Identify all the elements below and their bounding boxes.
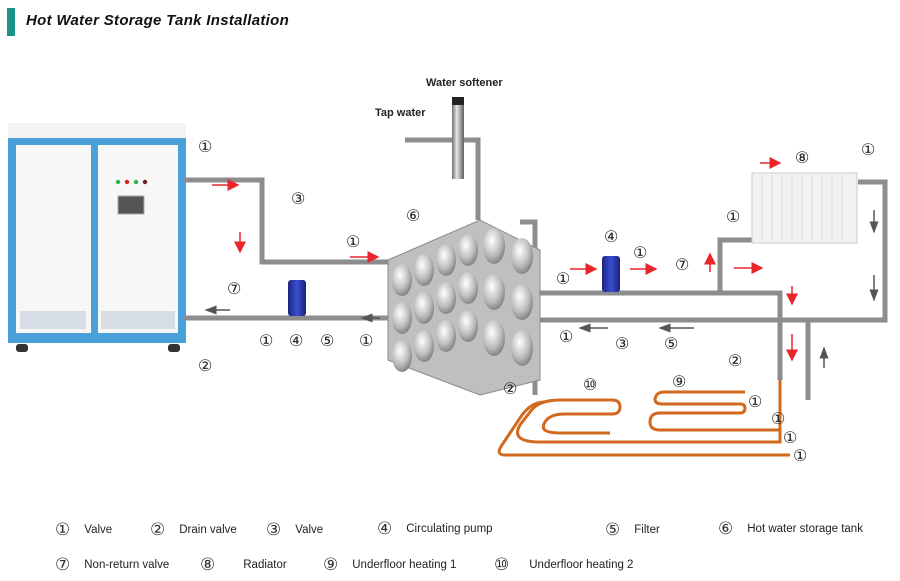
marker-valve: ① — [198, 137, 213, 156]
title-accent-bar — [7, 8, 15, 36]
marker-valve-3: ③ — [291, 189, 306, 208]
tank-panel — [458, 234, 478, 266]
marker-drain-valve: ② — [503, 379, 518, 398]
radiator-icon — [751, 172, 858, 244]
page-title: Hot Water Storage Tank Installation — [26, 12, 290, 29]
marker-tank: ⑥ — [406, 206, 421, 225]
marker-valve: ① — [359, 331, 374, 350]
legend-item: ⑥ Hot water storage tank — [718, 519, 863, 539]
legend-item: ⑧ Radiator — [200, 555, 287, 575]
marker-valve: ① — [559, 327, 574, 346]
tank-panel — [511, 330, 533, 366]
marker-filter: ⑤ — [320, 331, 335, 350]
tank-panel — [483, 320, 505, 356]
marker-pump: ④ — [604, 227, 619, 246]
tank-panel — [458, 272, 478, 304]
legend-item: ⑩ Underfloor heating 2 — [494, 555, 634, 575]
marker-radiator: ⑧ — [795, 148, 810, 167]
legend-item: ⑦ Non-return valve — [55, 555, 170, 575]
marker-non-return-valve: ⑦ — [227, 279, 242, 298]
marker-valve-3: ③ — [615, 334, 630, 353]
tap-water-label: Tap water — [375, 107, 426, 119]
marker-underfloor-2: ⑩ — [583, 375, 598, 394]
marker-non-return-valve: ⑦ — [675, 255, 690, 274]
legend-item: ① Valve — [55, 520, 113, 540]
marker-valve: ① — [793, 446, 808, 465]
tank-panel — [483, 274, 505, 310]
legend-item: ③ Valve — [266, 520, 324, 540]
tank-panel — [483, 228, 505, 264]
tank-panel — [392, 340, 412, 372]
marker-valve: ① — [346, 232, 361, 251]
storage-tank-icon — [387, 219, 541, 396]
tank-panel — [511, 238, 533, 274]
tank-panel — [436, 244, 456, 276]
tank-panel — [392, 302, 412, 334]
circulating-pump-icon — [288, 256, 620, 316]
marker-filter: ⑤ — [664, 334, 679, 353]
tank-panel — [414, 292, 434, 324]
marker-valve: ① — [783, 428, 798, 447]
tank-panel — [392, 264, 412, 296]
marker-valve: ① — [556, 269, 571, 288]
marker-valve: ① — [726, 207, 741, 226]
tank-panel — [436, 320, 456, 352]
legend-item: ② Drain valve — [150, 520, 237, 540]
pipes-boiler-tank — [183, 177, 398, 321]
water-softener-label: Water softener — [426, 77, 503, 89]
marker-valve: ① — [861, 140, 876, 159]
marker-valve: ① — [633, 243, 648, 262]
water-softener — [452, 97, 464, 179]
tank-panel — [458, 310, 478, 342]
electric-boiler — [8, 123, 186, 352]
tank-panel — [511, 284, 533, 320]
legend-item: ⑤ Filter — [605, 520, 660, 540]
tank-panel — [414, 254, 434, 286]
marker-pump: ④ — [289, 331, 304, 350]
legend-item: ④ Circulating pump — [377, 519, 493, 539]
marker-valve: ① — [259, 331, 274, 350]
marker-drain-valve: ② — [198, 356, 213, 375]
legend-item: ⑨ Underfloor heating 1 — [323, 555, 457, 575]
marker-drain-valve: ② — [728, 351, 743, 370]
marker-valve: ① — [748, 392, 763, 411]
marker-underfloor-1: ⑨ — [672, 372, 687, 391]
marker-valve: ① — [771, 409, 786, 428]
tank-panel — [436, 282, 456, 314]
tank-panel — [414, 330, 434, 362]
underfloor-heating-loops — [497, 380, 790, 457]
flow-arrows — [204, 157, 879, 368]
